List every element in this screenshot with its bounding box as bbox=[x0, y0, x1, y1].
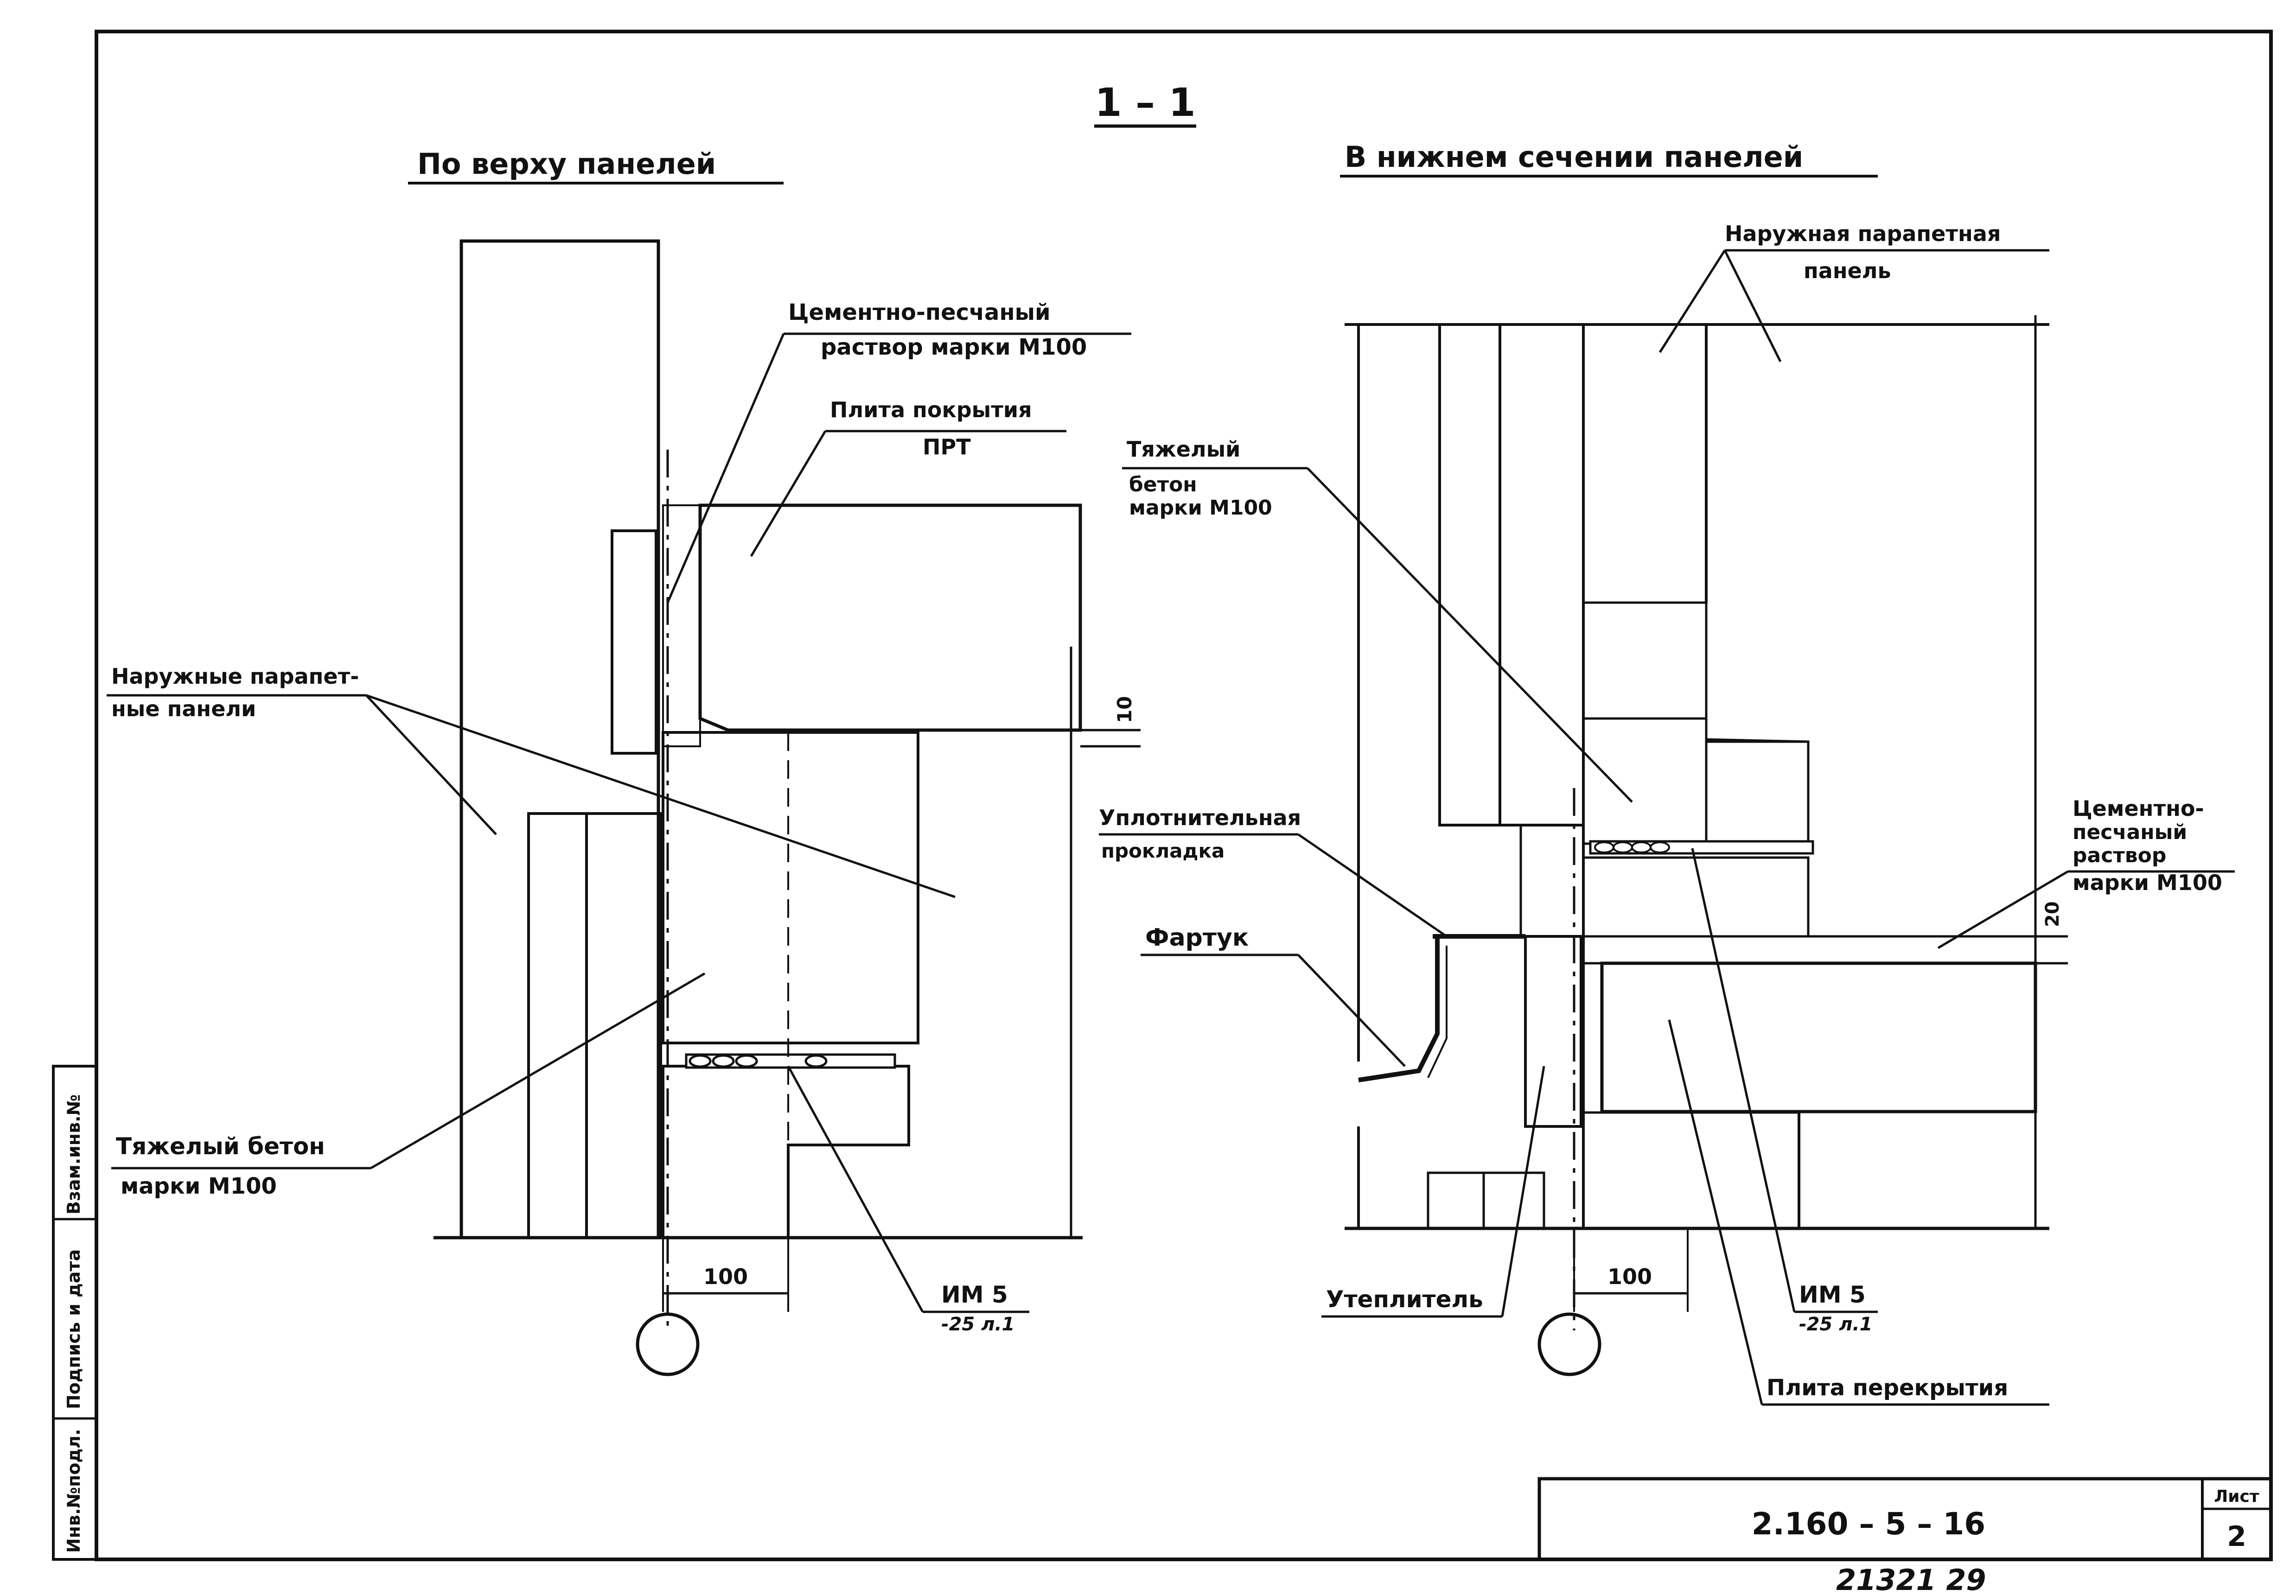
label-slab-left-2: ПРТ bbox=[923, 434, 971, 459]
label-mortar-left-2: раствор марки М100 bbox=[821, 334, 1087, 360]
dim-100-left-label: 100 bbox=[703, 1264, 748, 1289]
label-panel-right-2: панель bbox=[1804, 258, 1891, 283]
right-view-title: В нижнем сечении панелей bbox=[1345, 140, 1803, 174]
roof-slab bbox=[698, 503, 1082, 732]
label-mortar-right-3: раствор bbox=[2073, 844, 2166, 867]
floor-slab bbox=[1600, 961, 2037, 1113]
concrete-bracket-right bbox=[1705, 740, 1810, 852]
mortar-layer-right bbox=[1582, 935, 2037, 965]
insulation-block bbox=[1524, 935, 1582, 1128]
gasket-left bbox=[685, 1053, 896, 1069]
apron bbox=[1358, 934, 1525, 1082]
leader-panel-right-a bbox=[1658, 249, 1726, 353]
leader-insulation bbox=[1501, 1066, 1545, 1317]
outer-panel-hatched bbox=[527, 812, 588, 1239]
leader-item-left bbox=[787, 1065, 924, 1313]
lower-concrete-body bbox=[662, 731, 919, 1044]
label-item-left-1: ИМ 5 bbox=[941, 1281, 1008, 1308]
sheet-frame bbox=[95, 30, 2273, 1561]
wall-cross-layer bbox=[1499, 323, 1585, 827]
concrete-lower-right bbox=[1582, 1111, 1800, 1230]
axis-bubble-right bbox=[1537, 1312, 1601, 1376]
label-slab-left-1: Плита покрытия bbox=[830, 397, 1032, 422]
stamp-cell-2: Подпись и дата bbox=[64, 1249, 84, 1409]
axis-bubble-left bbox=[636, 1312, 700, 1376]
leader-floor-slab bbox=[1668, 1019, 1763, 1405]
label-panel-right-1: Наружная парапетная bbox=[1725, 221, 2001, 246]
label-concrete-right-2: бетон bbox=[1129, 473, 1197, 496]
right-view: В нижнем сечении панелей bbox=[1099, 140, 2235, 1406]
label-mortar-right-2: песчаный bbox=[2073, 820, 2187, 844]
outer-panel-cross bbox=[585, 812, 662, 1239]
label-concrete-right-3: марки М100 bbox=[1129, 496, 1272, 520]
sheet-number: 2 bbox=[2227, 1520, 2246, 1553]
label-panels-1: Наружные парапет- bbox=[111, 664, 359, 689]
side-stamp: Инв.№подл. Подпись и дата Взам.инв.№ bbox=[52, 1065, 98, 1561]
label-mortar-right-1: Цементно- bbox=[2073, 796, 2204, 821]
wall-base-dense bbox=[1427, 1171, 1485, 1230]
doc-number: 2.160 – 5 – 16 bbox=[1752, 1506, 1985, 1542]
leader-item-right bbox=[1691, 848, 1796, 1312]
label-panels-2: ные панели bbox=[111, 696, 256, 721]
label-mortar-right-4: марки М100 bbox=[2073, 870, 2222, 895]
label-concrete-left-1: Тяжелый бетон bbox=[116, 1133, 325, 1160]
gasket-right bbox=[1589, 840, 1814, 855]
leader-apron bbox=[1297, 954, 1406, 1067]
label-item-left-2: -25 л.1 bbox=[941, 1314, 1015, 1335]
sheet-label: Лист bbox=[2214, 1487, 2259, 1506]
parapet-panel-left bbox=[459, 239, 660, 1240]
wall-base-cross bbox=[1482, 1171, 1545, 1230]
leader-panels-a bbox=[365, 694, 497, 835]
wall-dense-layer bbox=[1438, 323, 1501, 827]
leader-panel-right-b bbox=[1723, 249, 1782, 362]
dim-100-right-label: 100 bbox=[1607, 1264, 1652, 1289]
section-title: 1 – 1 bbox=[1095, 80, 1195, 125]
dim-10-label: 10 bbox=[1113, 696, 1136, 723]
mortar-strip-left bbox=[662, 504, 701, 747]
label-concrete-left-2: марки М100 bbox=[121, 1173, 277, 1199]
leader-concrete-left bbox=[370, 972, 706, 1170]
label-gasket-right-1: Уплотнительная bbox=[1099, 805, 1301, 830]
concrete-mid-right bbox=[1582, 717, 1810, 845]
leader-mortar-right bbox=[1937, 870, 2069, 949]
leader-mortar-left bbox=[666, 333, 785, 603]
upper-concrete-block bbox=[611, 529, 657, 755]
label-floor-slab: Плита перекрытия bbox=[1767, 1375, 2008, 1401]
leader-slab-left bbox=[750, 430, 827, 557]
concrete-upper-right bbox=[1582, 601, 1708, 720]
stamp-cell-1: Инв.№подл. bbox=[64, 1429, 84, 1553]
lower-concrete-foot bbox=[662, 1065, 910, 1239]
leader-gasket-right bbox=[1297, 833, 1448, 938]
leader-concrete-right bbox=[1307, 467, 1633, 803]
leader-panels-b bbox=[366, 694, 956, 898]
title-block: 2.160 – 5 – 16 Лист 2 bbox=[1537, 1477, 2273, 1561]
left-view: По верху панелей bbox=[107, 147, 1141, 1376]
label-item-right-2: -25 л.1 bbox=[1799, 1314, 1873, 1335]
stamp-cell-3: Взам.инв.№ bbox=[64, 1094, 84, 1214]
label-gasket-right-2: прокладка bbox=[1101, 839, 1225, 862]
label-mortar-left-1: Цементно-песчаный bbox=[788, 299, 1051, 325]
dim-20-label: 20 bbox=[2042, 901, 2063, 927]
footer-note: 21321 29 bbox=[1836, 1563, 1986, 1596]
apron-inner bbox=[1427, 946, 1448, 1078]
label-concrete-right-1: Тяжелый bbox=[1127, 437, 1240, 462]
label-item-right-1: ИМ 5 bbox=[1799, 1281, 1866, 1308]
left-view-title: По верху панелей bbox=[417, 147, 716, 181]
label-insulation: Утеплитель bbox=[1326, 1286, 1483, 1313]
label-apron: Фартук bbox=[1145, 924, 1249, 952]
